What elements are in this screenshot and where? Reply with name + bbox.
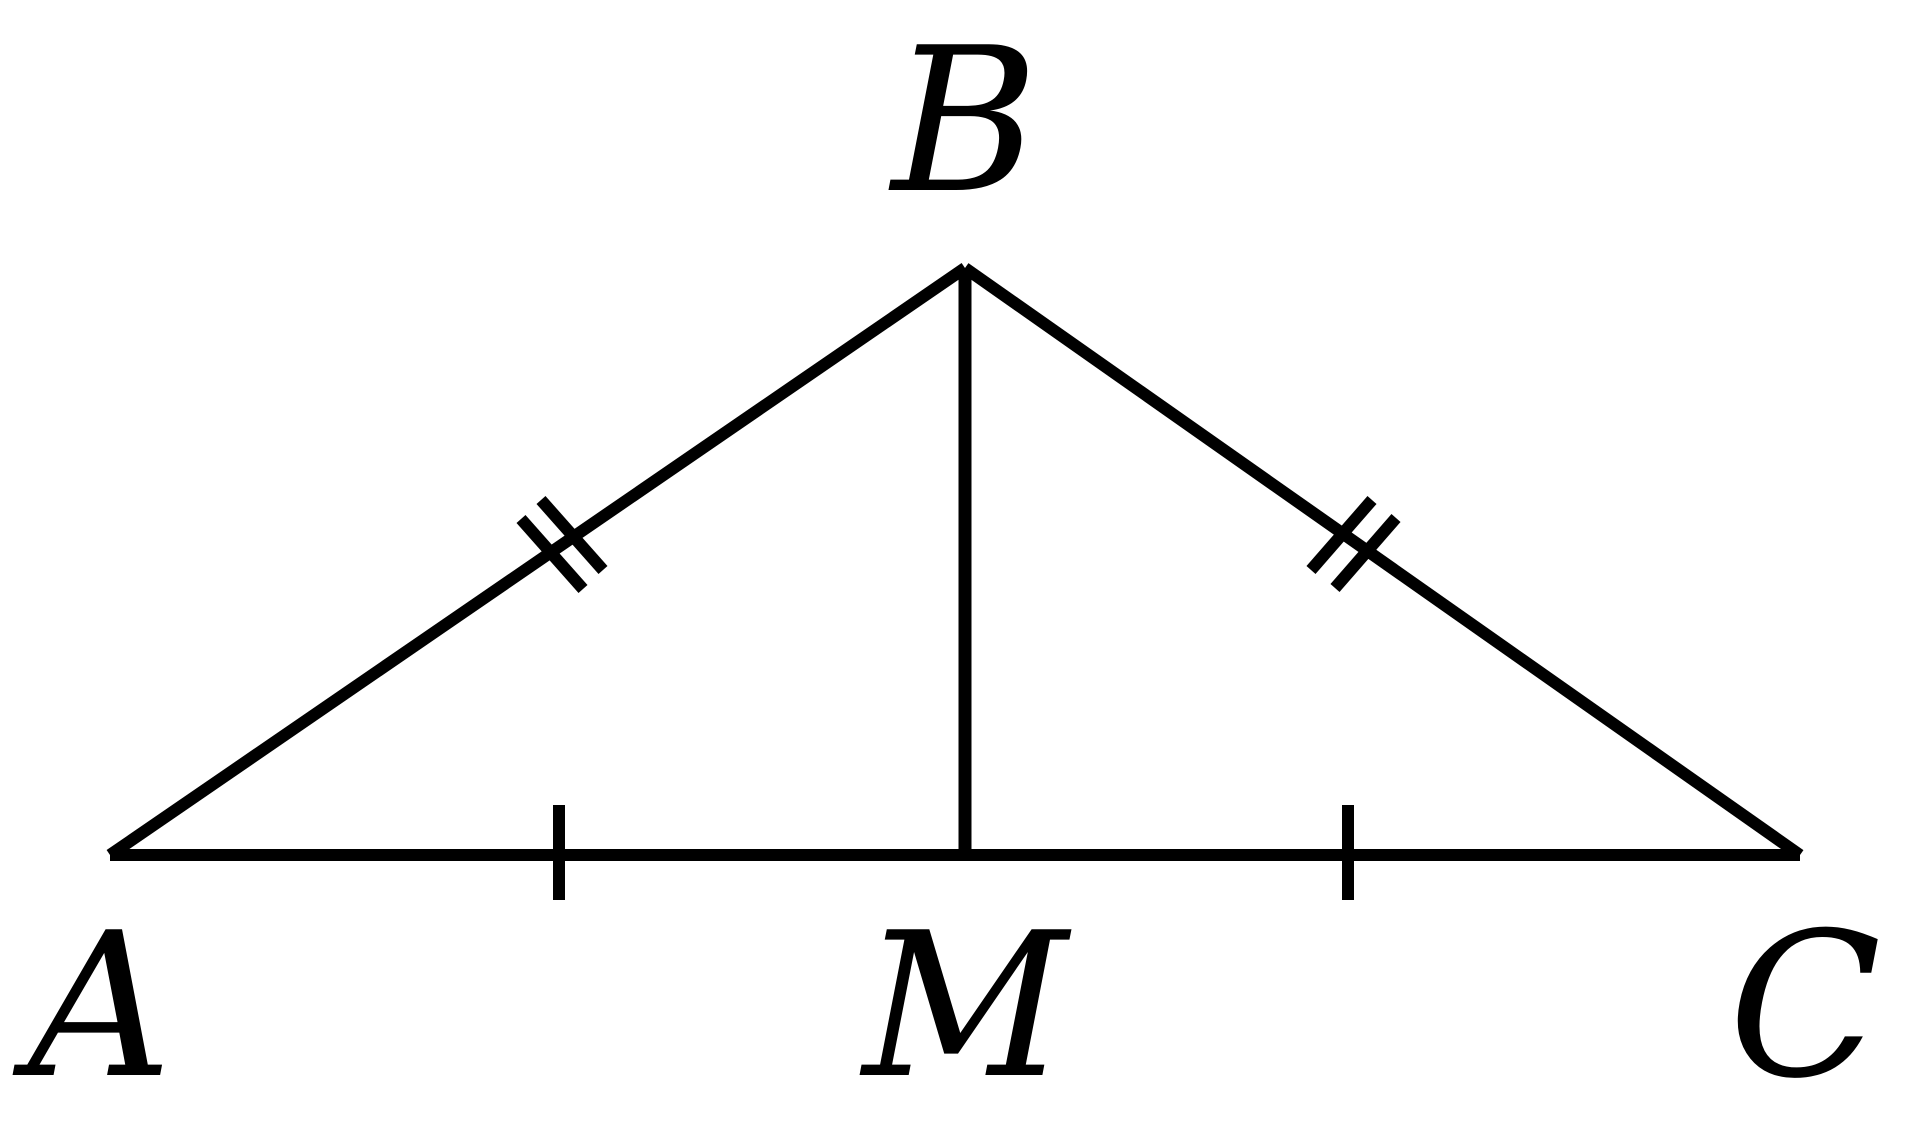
side-ab (106, 263, 969, 860)
side-bc (961, 263, 1804, 860)
tick-bc-2 (1330, 514, 1401, 592)
vertex-label-m: M (859, 890, 1072, 1123)
vertex-label-b: B (888, 5, 1039, 238)
vertex-label-c: C (1728, 890, 1881, 1123)
tick-bc-1 (1306, 496, 1377, 574)
tick-ab-2 (536, 496, 608, 574)
vertex-label-a: A (12, 890, 172, 1123)
tick-ab-1 (516, 515, 588, 593)
